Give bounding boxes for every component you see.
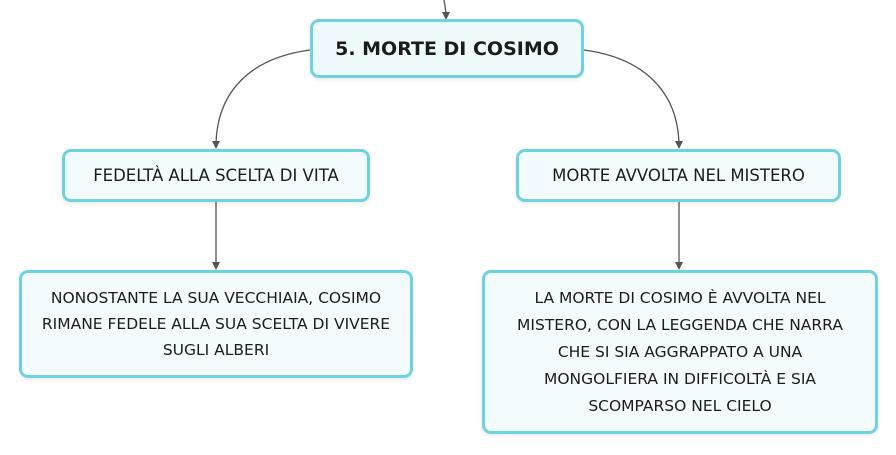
subtopic-label-fedelta: FEDELTÀ ALLA SCELTA DI VITA <box>93 166 339 185</box>
detail-text-morte: LA MORTE DI COSIMO È AVVOLTA NEL MISTERO… <box>517 288 843 415</box>
subtopic-label-morte: MORTE AVVOLTA NEL MISTERO <box>552 166 805 185</box>
connector-root-to-left-topic <box>212 49 311 149</box>
subtopic-node-morte[interactable]: MORTE AVVOLTA NEL MISTERO <box>516 149 841 202</box>
detail-node-fedelta[interactable]: NONOSTANTE LA SUA VECCHIAIA, COSIMO RIMA… <box>19 270 413 378</box>
connector-root-to-right-topic <box>583 49 683 149</box>
detail-text-fedelta: NONOSTANTE LA SUA VECCHIAIA, COSIMO RIMA… <box>41 289 391 359</box>
connector-incoming <box>441 0 450 20</box>
detail-node-morte[interactable]: LA MORTE DI COSIMO È AVVOLTA NEL MISTERO… <box>482 270 878 434</box>
central-topic-label: 5. MORTE DI COSIMO <box>335 37 559 60</box>
subtopic-node-fedelta[interactable]: FEDELTÀ ALLA SCELTA DI VITA <box>62 149 370 202</box>
central-topic-node[interactable]: 5. MORTE DI COSIMO <box>310 19 584 78</box>
